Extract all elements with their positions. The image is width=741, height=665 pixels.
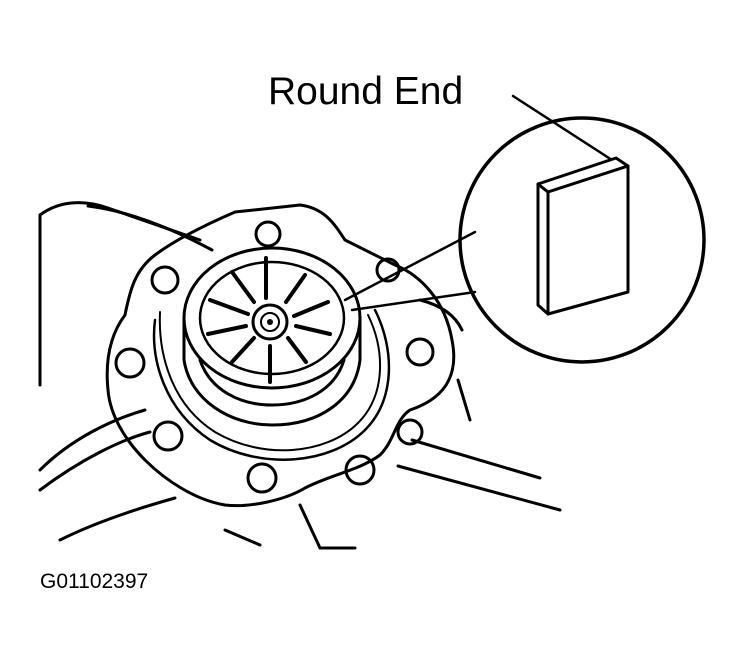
pump-flange <box>105 203 456 508</box>
flange-bolt-holes <box>114 220 435 494</box>
impeller-hub <box>251 303 289 341</box>
detail-magnifier <box>458 116 706 364</box>
impeller-housing <box>182 246 362 427</box>
impeller-vanes <box>206 256 332 384</box>
figure-id: G01102397 <box>40 570 149 593</box>
callout-leader <box>343 94 614 312</box>
callout-label: Round End <box>268 70 464 113</box>
round-end-key <box>536 156 630 316</box>
engine-block-outline <box>38 201 562 550</box>
